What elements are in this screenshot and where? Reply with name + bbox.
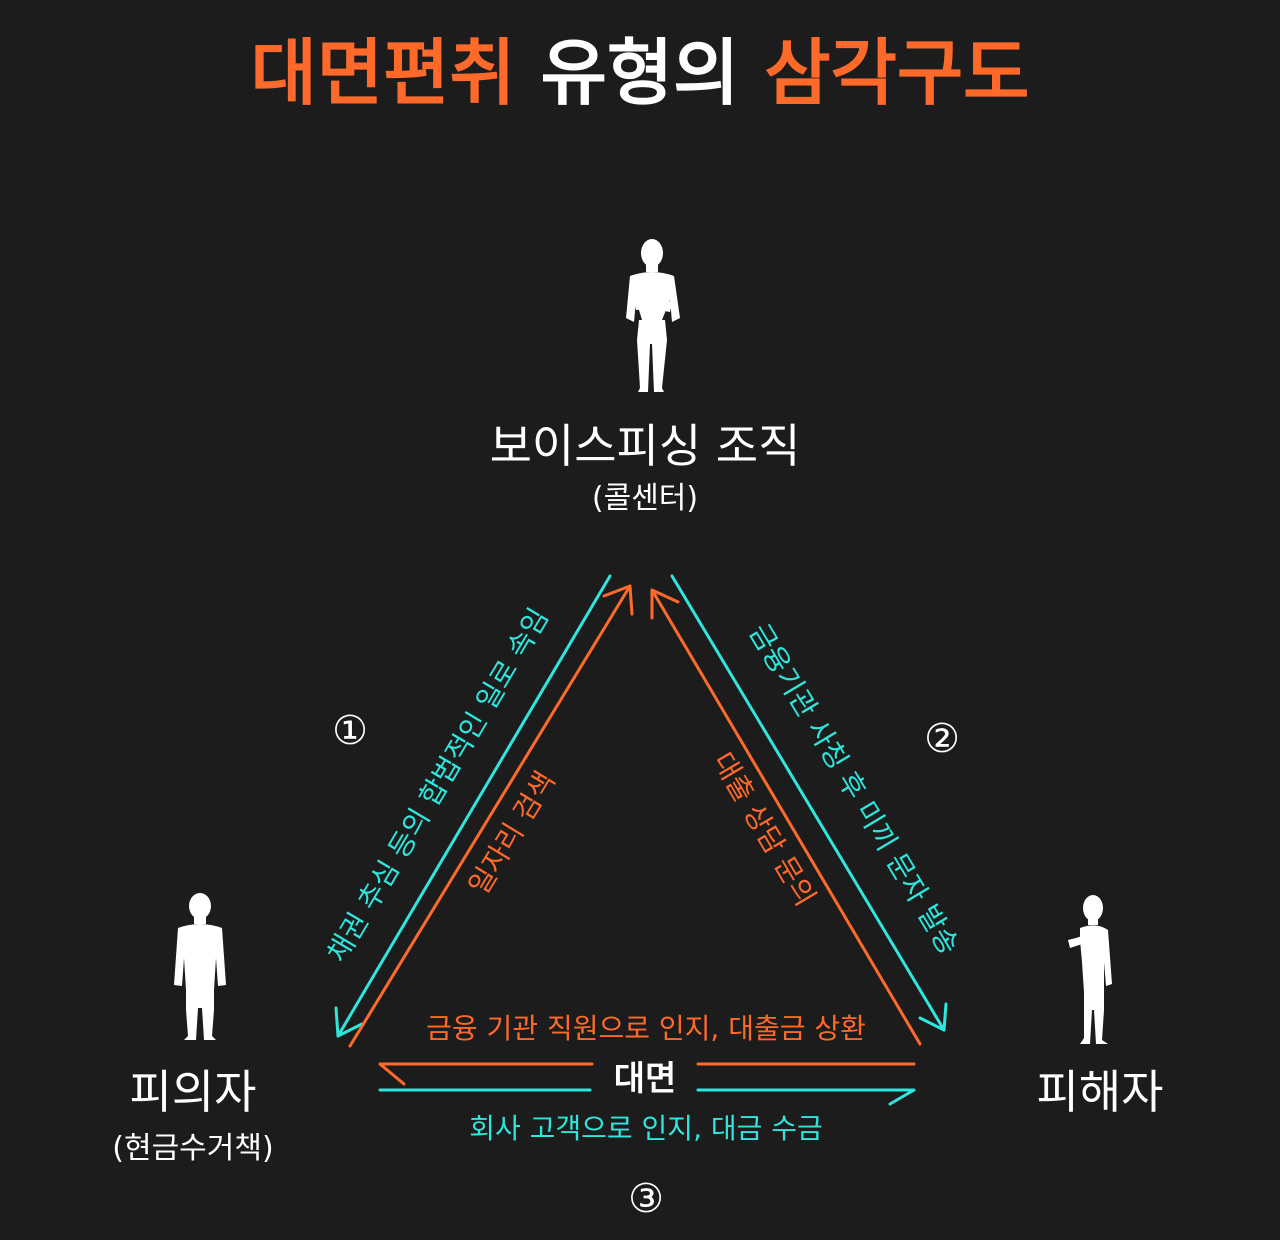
- top-node-name: 보이스피싱 조직: [490, 419, 801, 473]
- title-highlight-2: 삼각구도: [764, 31, 1029, 115]
- bottom-orange-arrow-left: [378, 1062, 594, 1086]
- right-inner-label: 대출 상담 문의: [706, 747, 822, 912]
- left-outer-label: 채권 추심 등의 합법적인 일로 속임: [321, 602, 556, 968]
- left-node-sub: (현금수거책): [112, 1131, 273, 1166]
- bottom-top-label: 금융 기관 직원으로 인지, 대출금 상환: [426, 1012, 866, 1045]
- right-node-name: 피해자: [1037, 1065, 1164, 1119]
- left-inner-arrow: [348, 584, 632, 1048]
- right-outer-arrow: [670, 574, 946, 1032]
- bottom-bot-label: 회사 고객으로 인지, 대금 수금: [469, 1112, 823, 1145]
- bottom-mid-label: 대면: [614, 1059, 677, 1099]
- title-highlight-1: 대면편취: [251, 31, 516, 115]
- top-node-sub: (콜센터): [592, 481, 698, 516]
- standing-person-suit-icon: [174, 893, 226, 1040]
- title-middle: 유형의: [516, 31, 765, 115]
- left-node-name: 피의자: [130, 1065, 257, 1119]
- marker-two: ②: [924, 716, 960, 762]
- marker-one: ①: [332, 708, 368, 754]
- page-title: 대면편취 유형의 삼각구도: [251, 31, 1030, 115]
- right-outer-arrowhead: [918, 1002, 948, 1032]
- right-inner-arrow: [650, 588, 922, 1046]
- right-outer-label: 금융기관 사칭 후 미끼 문자 발송: [743, 618, 966, 960]
- left-outer-arrow: [336, 574, 612, 1038]
- left-inner-label: 일자리 검색: [462, 766, 562, 901]
- standing-person-arms-crossed-icon: [626, 239, 680, 392]
- left-outer-arrowhead: [334, 1006, 364, 1038]
- bottom-cyan-arrow-right: [696, 1088, 916, 1106]
- right-inner-arrowhead: [650, 588, 680, 620]
- marker-three: ③: [628, 1176, 664, 1222]
- left-inner-arrowhead: [602, 584, 634, 616]
- person-holding-phone-icon: [1068, 895, 1112, 1044]
